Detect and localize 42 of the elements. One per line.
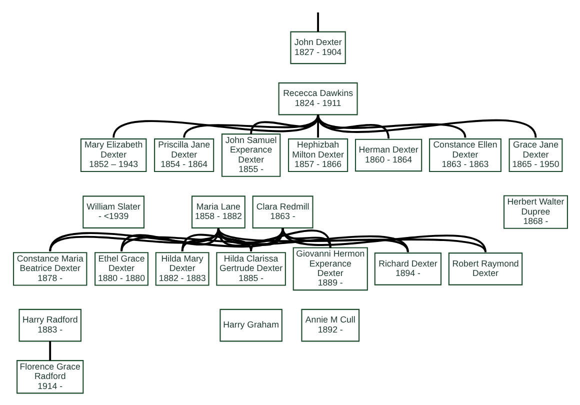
connector <box>120 228 284 252</box>
connector <box>182 114 318 138</box>
connector <box>316 114 466 138</box>
connector <box>316 114 389 139</box>
connector <box>316 114 536 138</box>
node-box: Mary Elizabeth Dexter 1852 – 1943 <box>80 138 146 172</box>
connector <box>316 12 319 32</box>
node-box: Rececca Dawkins 1824 - 1911 <box>278 82 358 116</box>
node-box: Harry Radford 1883 - <box>18 308 81 342</box>
node-box: Annie M Cull 1892 - <box>300 308 360 342</box>
connector <box>281 228 486 253</box>
connector <box>281 228 408 253</box>
node-box: Hephizbah Milton Dexter 1857 - 1866 <box>287 138 348 172</box>
node-box: John Dexter 1827 - 1904 <box>290 31 346 64</box>
connector <box>48 341 51 361</box>
connector <box>217 228 486 253</box>
node-box: Constance Maria Beatrice Dexter 1878 - <box>12 252 87 286</box>
node-box: John Samuel Experance Dexter 1855 - <box>220 134 280 177</box>
connector <box>120 228 219 252</box>
node-box: Richard Dexter 1894 - <box>374 252 442 286</box>
node-box: Florence Grace Radford 1914 - <box>16 360 84 394</box>
node-box: Herman Dexter 1860 - 1864 <box>354 138 422 172</box>
node-box: Robert Raymond Dexter <box>448 252 522 286</box>
connector <box>217 228 331 248</box>
node-box: Priscilla Jane Dexter 1854 - 1864 <box>154 138 214 172</box>
node-box: Giovanni Hermon Experance Dexter 1889 - <box>292 247 368 291</box>
node-box: Maria Lane 1858 - 1882 <box>190 196 245 228</box>
node-box: Hilda Clarissa Gertrude Dexter 1885 - <box>216 252 286 286</box>
node-box: Herbert Walter Dupree 1868 - <box>502 195 568 229</box>
node-box: Clara Redmill 1863 - <box>252 196 313 228</box>
connector <box>112 114 318 138</box>
node-box: Hilda Mary Dexter 1882 - 1883 <box>154 252 209 286</box>
connector <box>48 228 284 252</box>
node-box: Harry Graham <box>219 308 282 342</box>
node-box: Constance Ellen Dexter 1863 - 1863 <box>428 138 501 172</box>
node-box: William Slater - <1939 <box>82 196 144 228</box>
connector <box>217 228 408 253</box>
connector <box>180 228 284 252</box>
node-box: Grace Jane Dexter 1865 - 1950 <box>508 138 562 172</box>
node-box: Ethel Grace Dexter 1880 - 1880 <box>94 252 148 286</box>
connector <box>250 228 284 252</box>
connector <box>48 228 219 252</box>
